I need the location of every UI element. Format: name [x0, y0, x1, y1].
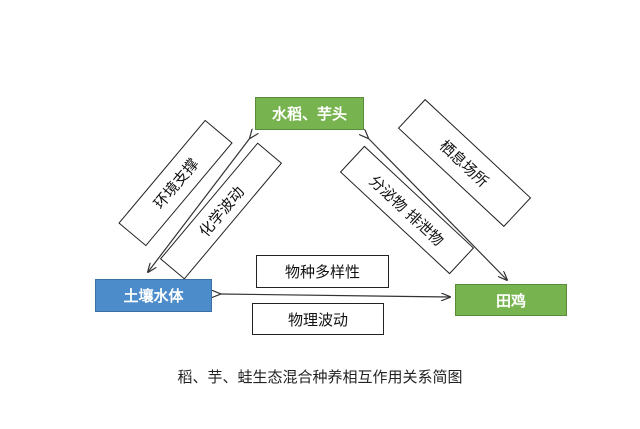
node-soil-water: 土壤水体 [95, 279, 212, 312]
arrow-rice-frog [368, 138, 507, 280]
arrow-soil-frog [220, 294, 450, 297]
arrow-rice-soil [148, 138, 250, 272]
label-physical-fluct-text: 物理波动 [287, 310, 348, 329]
label-physical-fluct: 物理波动 [252, 303, 384, 335]
node-rice-taro-label: 水稻、芋头 [271, 105, 347, 123]
diagram-caption: 稻、芋、蛙生态混合种养相互作用关系简图 [177, 368, 463, 386]
label-biodiversity: 物种多样性 [256, 255, 389, 288]
node-rice-taro: 水稻、芋头 [255, 97, 364, 130]
label-biodiversity-text: 物种多样性 [284, 263, 360, 281]
node-frog-label: 田鸡 [495, 291, 526, 310]
node-frog: 田鸡 [455, 284, 567, 316]
node-soil-water-label: 土壤水体 [123, 287, 184, 305]
